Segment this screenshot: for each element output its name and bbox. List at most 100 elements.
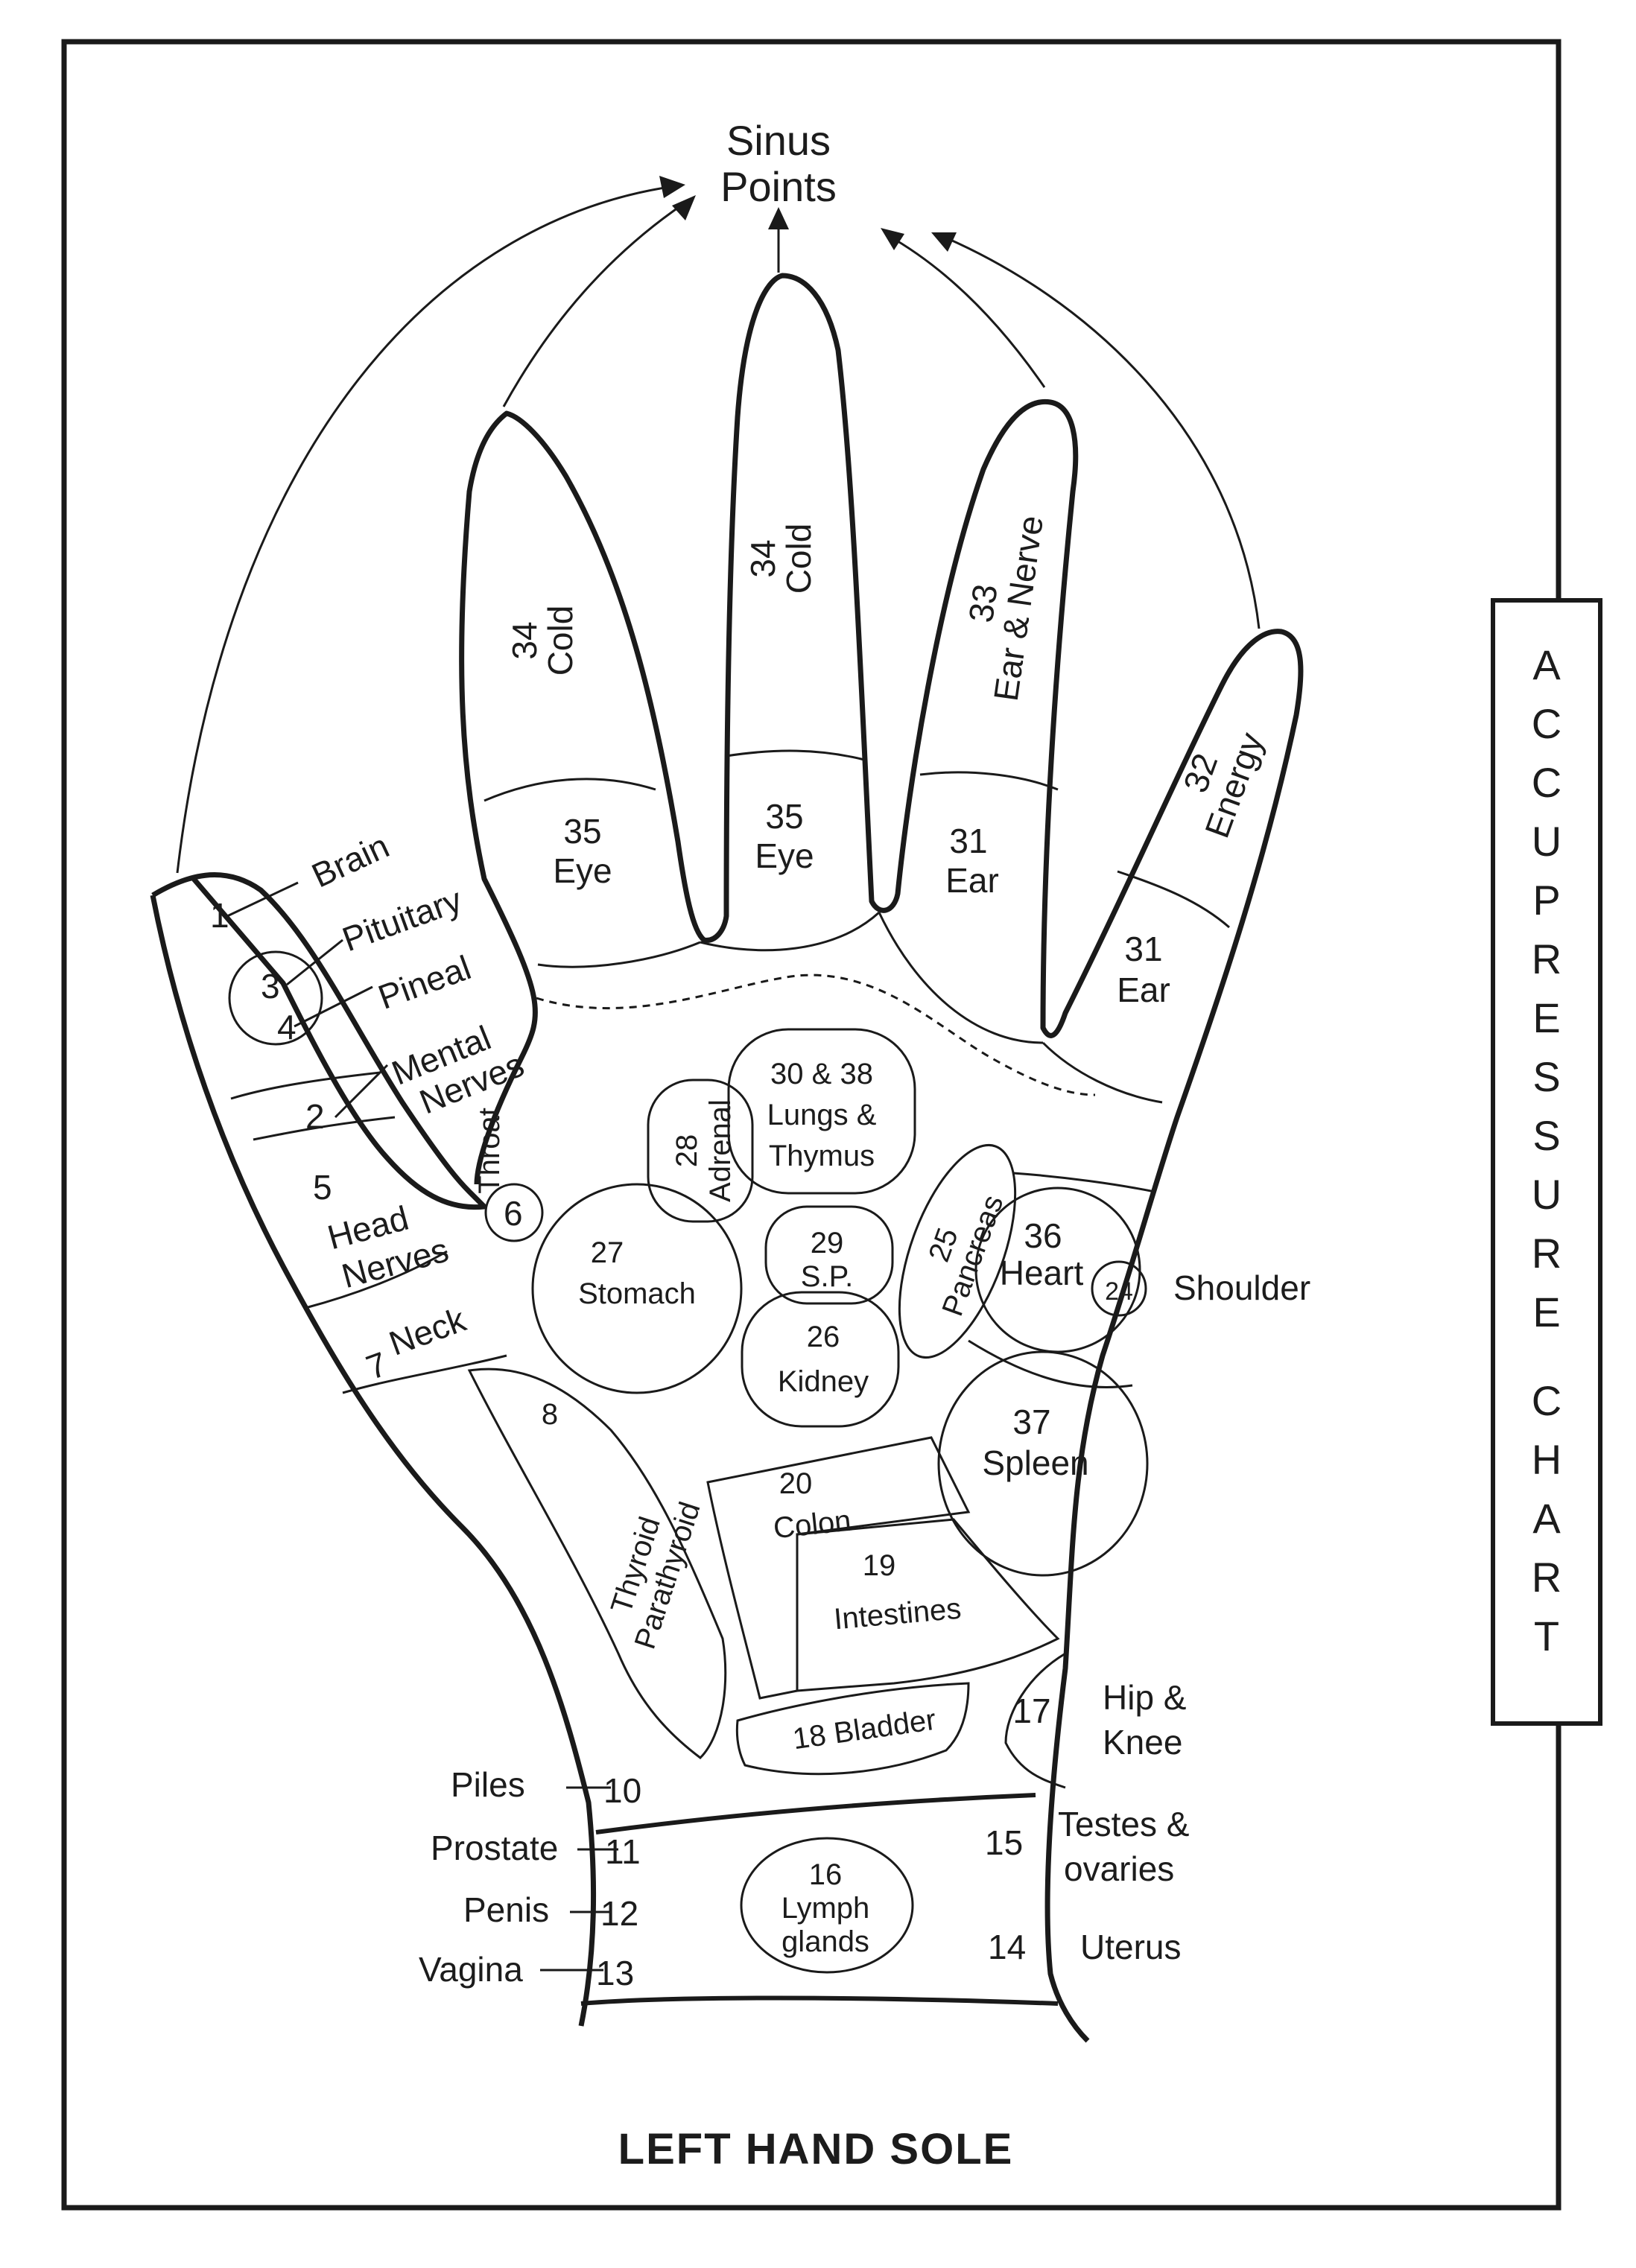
side-title-letter: R — [1532, 1554, 1562, 1601]
side-title-letter: T — [1534, 1613, 1559, 1659]
point-8: 8 — [542, 1398, 558, 1431]
side-title-letter: S — [1532, 1112, 1560, 1159]
page-title: LEFT HAND SOLE — [618, 2125, 1014, 2173]
side-title-letter: C — [1532, 759, 1562, 806]
throat-label: Throat — [473, 1108, 506, 1194]
thumb-line-1 — [230, 1071, 381, 1100]
palm-dashed-curve — [536, 973, 1096, 1096]
thymus-label: Thymus — [769, 1140, 875, 1172]
side-title-letter: R — [1532, 1230, 1562, 1277]
middle-base-arc — [726, 749, 865, 761]
organ-shapes — [467, 1028, 1149, 1974]
thumb-line-2 — [253, 1116, 396, 1141]
little-base-arc — [1117, 870, 1230, 929]
region-lines — [230, 749, 1230, 2006]
spleen-shape — [937, 1350, 1149, 1577]
little-base-number: 31 — [1124, 930, 1162, 968]
point-1: 1 — [210, 896, 229, 935]
point-37: 37 — [1012, 1403, 1050, 1441]
uterus-label: Uterus — [1080, 1928, 1181, 1966]
hand-outline — [150, 273, 1304, 2043]
side-title-letter: A — [1532, 1495, 1561, 1542]
palm-arc-middle — [700, 911, 881, 952]
pancreas-shape — [898, 1143, 1017, 1359]
shoulder-label: Shoulder — [1173, 1268, 1310, 1307]
wrist-band-bottom — [580, 1995, 1059, 2006]
side-title-letter: C — [1532, 700, 1562, 747]
index-base-name: Eye — [553, 851, 612, 890]
side-title-letter: C — [1532, 1377, 1562, 1424]
colon-shape — [706, 1436, 971, 1700]
sinus-points-label: Sinus — [726, 117, 831, 164]
point-3: 3 — [261, 967, 280, 1006]
neck-label: Neck — [384, 1300, 471, 1363]
side-title-letter: P — [1532, 877, 1560, 924]
little-base-name: Ear — [1117, 971, 1170, 1009]
middle-base-number: 35 — [765, 797, 803, 836]
point-6: 6 — [504, 1194, 523, 1233]
bladder-shape — [735, 1682, 970, 1776]
sinus-arrows — [176, 185, 1261, 874]
ring-tip-number: 33 — [961, 582, 1005, 625]
prostate-label: Prostate — [431, 1829, 558, 1867]
point-4: 4 — [277, 1008, 297, 1046]
mental-leader — [334, 1064, 389, 1119]
sinus-points-label-2: Points — [720, 163, 837, 210]
thumb-line-3 — [305, 1250, 448, 1309]
ring-base-number: 31 — [949, 822, 987, 860]
side-title-letter: U — [1532, 1171, 1562, 1218]
side-title-letter: A — [1532, 641, 1561, 688]
point-28: 28 — [670, 1134, 703, 1168]
point-30-38: 30 & 38 — [770, 1058, 873, 1090]
point-20: 20 — [779, 1467, 813, 1500]
palm-arc-ring — [878, 912, 1044, 1044]
arrowhead — [672, 195, 696, 220]
palm-left-edge — [150, 895, 597, 2027]
thumb-line-4 — [342, 1354, 507, 1394]
arrowhead — [931, 232, 957, 252]
side-title-letter: E — [1532, 1289, 1560, 1335]
sinus-arrowheads — [659, 176, 957, 252]
heart-label: Heart — [1000, 1254, 1084, 1292]
knee-label: Knee — [1103, 1723, 1182, 1762]
thyroid-shape — [467, 1368, 727, 1759]
point-26: 26 — [807, 1321, 840, 1353]
point-24: 24 — [1105, 1277, 1133, 1306]
point-2: 2 — [305, 1097, 325, 1136]
side-title-letter: E — [1532, 994, 1560, 1041]
spleen-label: Spleen — [982, 1443, 1088, 1482]
lymph-label: Lymph — [781, 1892, 870, 1925]
throat-point-6 — [484, 1183, 544, 1242]
ring-tip-label: 33 Ear & Nerve — [961, 513, 1050, 703]
ovaries-label: ovaries — [1064, 1849, 1174, 1888]
side-title-letter: R — [1532, 936, 1562, 982]
brain-leader — [226, 881, 299, 918]
index-base-arc — [483, 778, 656, 802]
pituitary-label: Pituitary — [337, 880, 467, 959]
point-16: 16 — [809, 1858, 843, 1891]
point-11: 11 — [605, 1832, 641, 1871]
bladder-label: 18 Bladder — [790, 1703, 938, 1756]
hip-line — [1004, 1652, 1066, 1789]
index-finger-outline — [459, 273, 1304, 2043]
point-7: 7 — [361, 1344, 393, 1388]
arrowhead — [881, 228, 904, 250]
point-17: 17 — [1012, 1692, 1050, 1730]
point-5: 5 — [313, 1168, 332, 1207]
point-14: 14 — [988, 1928, 1026, 1966]
pituitary-leader — [286, 938, 343, 986]
middle-tip-label: 34 Cold — [744, 524, 818, 594]
adrenal-box — [647, 1079, 754, 1223]
brain-label: Brain — [306, 826, 395, 895]
intestines-label: Intestines — [833, 1592, 963, 1636]
vagina-label: Vagina — [419, 1950, 523, 1989]
spleen-line — [968, 1339, 1133, 1388]
pineal-label: Pineal — [373, 947, 476, 1017]
hip-label: Hip & — [1103, 1678, 1186, 1717]
middle-tip-name: Cold — [779, 524, 818, 594]
point-36: 36 — [1024, 1216, 1062, 1255]
colon-label: Colon — [772, 1505, 853, 1546]
ring-base-name: Ear — [945, 861, 999, 900]
